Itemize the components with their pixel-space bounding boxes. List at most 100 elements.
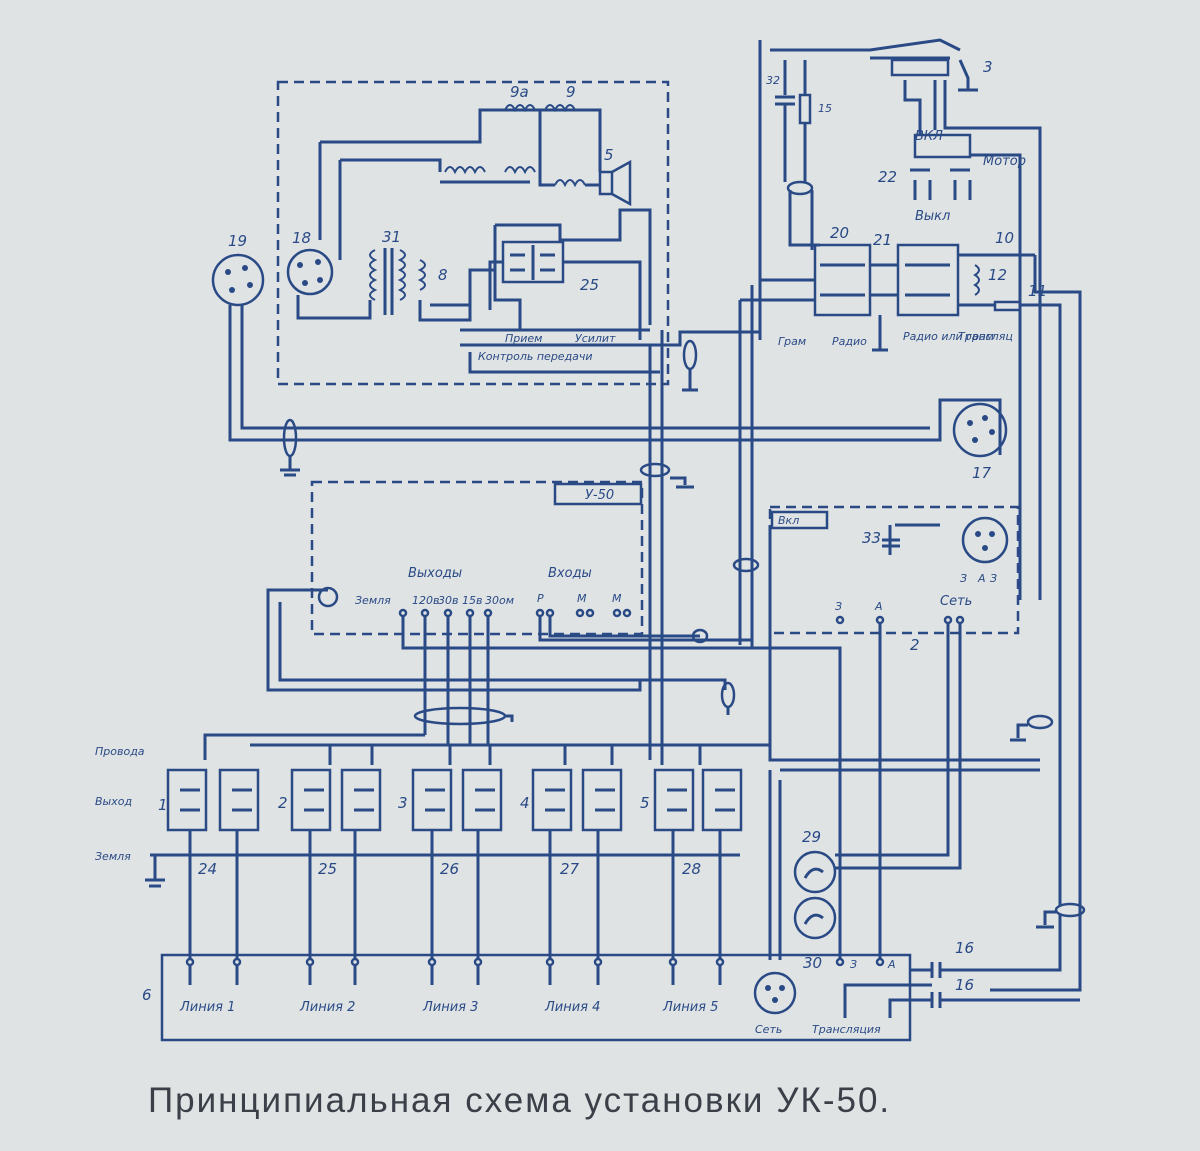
receiver-enclosure [276, 80, 670, 386]
label-gram: Грам [778, 335, 806, 348]
line-1: Линия 1 [179, 1000, 235, 1015]
label-15: 15 [818, 102, 832, 115]
label-inputs: Входы [548, 566, 592, 581]
switch-pair-24 [166, 768, 260, 832]
tap-120: 120в [412, 594, 439, 607]
label-24: 24 [198, 860, 217, 878]
transformer-31-primary [369, 249, 378, 301]
label-20: 20 [830, 224, 849, 242]
label-outputs: Выходы [408, 566, 462, 581]
in-m1: М [577, 592, 587, 605]
label-radio: Радио [832, 335, 867, 348]
label-22: 22 [878, 168, 897, 186]
label-30: 30 [803, 954, 822, 972]
tap-15: 15в [462, 594, 482, 607]
coil-9 [544, 104, 576, 113]
switch-23 [501, 240, 565, 284]
amplifier-enclosure [310, 480, 644, 636]
label-18: 18 [292, 229, 311, 247]
switch-pair-26 [411, 768, 503, 832]
tap-30: 30в [438, 594, 458, 607]
label-17: 17 [972, 464, 992, 482]
mains-socket-2 [961, 516, 1009, 564]
diagram-caption: Принципиальная схема установки УК-50. [148, 1081, 891, 1120]
tap-ground: Земля [355, 594, 391, 607]
label-mains-power: Сеть [940, 594, 972, 609]
switch-21 [896, 243, 960, 317]
socket-29a [793, 850, 837, 894]
line-4: Линия 4 [544, 1000, 600, 1015]
label-29: 29 [802, 828, 821, 846]
switch-20 [813, 243, 872, 317]
label-16a: 16 [955, 939, 974, 957]
label-motor: Мотор [983, 154, 1026, 169]
label-priem: Прием [505, 332, 542, 345]
coil-output [444, 166, 486, 175]
label-31: 31 [382, 228, 401, 246]
tap-30om: 30ом [485, 594, 514, 607]
group-3: 3 [398, 794, 408, 812]
switch-22 [910, 133, 972, 172]
resistor-15 [798, 93, 812, 125]
group-2: 2 [278, 794, 288, 812]
group-5: 5 [640, 794, 650, 812]
pickup-arm [890, 58, 950, 77]
left-label-zemlya: Земля [95, 850, 131, 863]
phase-z1: З [960, 572, 967, 585]
line-3: Линия 3 [422, 1000, 478, 1015]
in-m2: М [612, 592, 622, 605]
label-kontrol: Контроль передачи [478, 350, 593, 363]
label-vkl: ВКЛ [915, 129, 943, 144]
speaker-icon [598, 159, 632, 207]
socket-19 [211, 253, 265, 307]
power-enclosure [768, 505, 1020, 635]
label-26: 26 [440, 860, 459, 878]
label-vkl-power: Вкл [778, 514, 799, 527]
in-p: Р [537, 592, 544, 605]
label-21: 21 [873, 231, 892, 249]
socket-29b [793, 896, 837, 940]
label-5: 5 [604, 146, 614, 164]
label-3: 3 [983, 58, 993, 76]
amplifier-label: У-50 [585, 488, 614, 503]
term-a: А [874, 600, 883, 613]
label-8: 8 [438, 266, 448, 284]
group-4: 4 [520, 794, 530, 812]
label-16b: 16 [955, 976, 974, 994]
label-33: 33 [862, 529, 881, 547]
bp-term-a: А [887, 958, 896, 971]
label-28: 28 [682, 860, 701, 878]
label-transl-bottom: Трансляция [812, 1023, 881, 1036]
bottom-panel [160, 953, 912, 1042]
label-12: 12 [988, 266, 1007, 284]
switch-pair-25 [290, 768, 382, 832]
left-label-provoda: Провода [95, 745, 145, 758]
amp-terminals [398, 608, 632, 618]
label-27: 27 [560, 860, 580, 878]
socket-17 [952, 402, 1008, 458]
switch-pair-27 [531, 768, 623, 832]
label-32: 32 [766, 74, 780, 87]
switch-pair-28 [653, 768, 743, 832]
label-25: 25 [318, 860, 337, 878]
label-mains-bottom: Сеть [755, 1023, 782, 1036]
label-transl-top: Трансляц [958, 330, 1013, 343]
amplifier-label-box [553, 482, 643, 506]
label-9: 9 [566, 83, 576, 101]
socket-18 [286, 248, 334, 296]
line-5: Линия 5 [662, 1000, 718, 1015]
phase-z2: З [990, 572, 997, 585]
label-9a: 9а [510, 83, 529, 101]
term-z: З [835, 600, 842, 613]
label-19: 19 [228, 232, 247, 250]
label-23: 25 [580, 276, 599, 294]
label-vykl: Выкл [915, 209, 950, 224]
bp-term-z: З [850, 958, 857, 971]
socket-30 [753, 971, 797, 1015]
group-1: 1 [158, 796, 168, 814]
label-2: 2 [910, 636, 920, 654]
left-label-vyhod: Выход [95, 795, 132, 808]
line-2: Линия 2 [299, 1000, 355, 1015]
label-6: 6 [142, 986, 152, 1004]
